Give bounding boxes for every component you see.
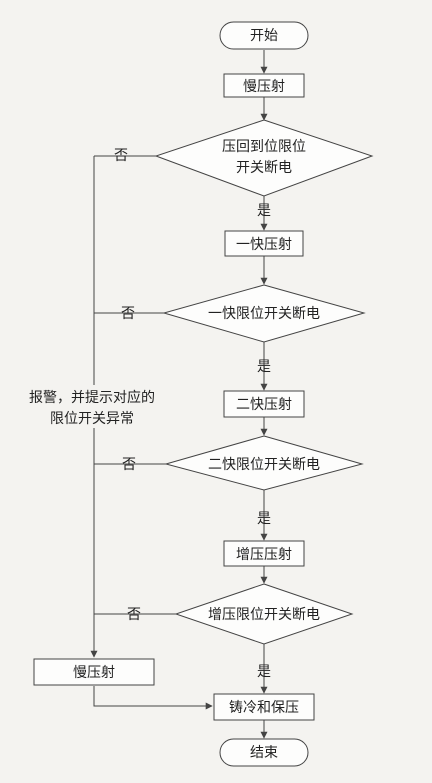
start-label: 开始: [250, 28, 278, 44]
decision-fast2-limit: [164, 435, 364, 491]
connector-slow2-to-cool: [93, 686, 213, 710]
slow-shot-2-box: [33, 658, 155, 686]
boost-shot-label: 增压压射: [236, 547, 292, 563]
decision-press-return-limit: [154, 119, 374, 197]
fast-shot-1-label: 一快压射: [236, 237, 292, 253]
no-label-1: 否: [114, 148, 128, 164]
yes-label-1: 是: [257, 203, 271, 219]
decision-4-label: 增压限位开关断电: [208, 607, 320, 623]
alarm-text-line2: 限位开关异常: [50, 411, 134, 427]
slow-shot-label: 慢压射: [243, 78, 285, 95]
cool-and-hold-box: [213, 693, 315, 721]
yes-label-4: 是: [257, 664, 271, 680]
no-label-4: 否: [127, 607, 141, 623]
decision-3-label: 二快限位开关断电: [208, 457, 320, 473]
decision-1-line2: 开关断电: [236, 160, 292, 176]
decision-2-label: 一快限位开关断电: [208, 306, 320, 322]
yes-label-2: 是: [257, 359, 271, 375]
alarm-text-line1: 报警，并提示对应的: [29, 389, 155, 406]
slow-shot-box: [223, 73, 305, 98]
fast-shot-1-box: [224, 230, 304, 257]
no-label-2: 否: [121, 306, 135, 322]
boost-shot-box: [223, 540, 305, 567]
no-label-3: 否: [122, 457, 136, 473]
decision-fast1-limit: [162, 284, 366, 343]
slow-shot-2-label: 慢压射: [73, 664, 115, 681]
fast-shot-2-label: 二快压射: [236, 397, 292, 413]
decision-boost-limit: [174, 583, 354, 645]
end-terminal: [219, 738, 309, 767]
end-label: 结束: [250, 745, 278, 761]
cool-and-hold-label: 铸冷和保压: [229, 700, 299, 716]
decision-1-line1: 压回到位限位: [222, 139, 306, 155]
yes-label-3: 是: [257, 511, 271, 527]
fast-shot-2-box: [223, 390, 305, 418]
start-terminal: [219, 21, 309, 50]
